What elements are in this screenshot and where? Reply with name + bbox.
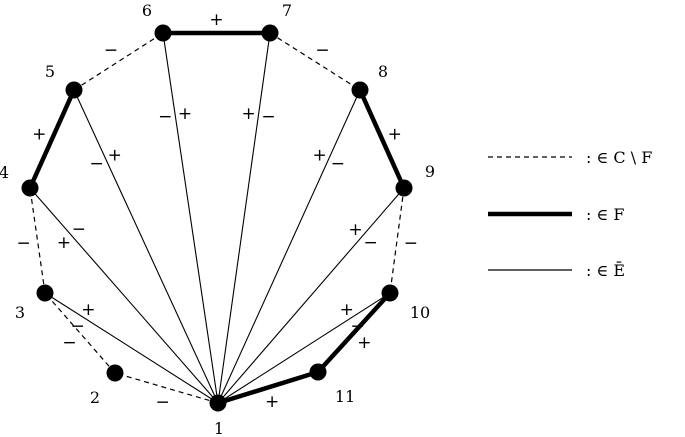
endpoint-sign-4: +	[57, 233, 71, 253]
edge-sign-1-9: +	[348, 220, 362, 240]
edge-sign-1-6: +	[178, 104, 192, 124]
edge-sign-1-4: −	[72, 220, 86, 240]
vertex-9	[395, 179, 413, 197]
legend-thick-text: : ∈ F	[586, 205, 625, 224]
vertex-label-5: 5	[45, 62, 55, 81]
endpoint-sign-6: −	[158, 107, 172, 127]
vertex-label-6: 6	[142, 1, 152, 20]
edge-5-6	[73, 32, 164, 91]
vertex-label-8: 8	[378, 62, 388, 81]
vertex-label-11: 11	[335, 387, 355, 406]
edge-1-4	[29, 187, 219, 404]
legend-dashed-text: : ∈ C \ F	[586, 148, 652, 167]
edge-sign-6-7: +	[209, 10, 223, 30]
vertex-label-2: 2	[90, 388, 100, 407]
edge-sign-9-10: −	[404, 233, 418, 253]
edge-sign-7-8: −	[315, 41, 329, 61]
edge-sign-1-7: +	[242, 104, 256, 124]
edge-sign-5-6: −	[104, 41, 118, 61]
edge-sign-1-8: +	[313, 146, 327, 166]
edge-11-1	[215, 369, 321, 406]
endpoint-sign-5: −	[89, 154, 103, 174]
edge-sign-1-3: +	[81, 300, 95, 320]
edge-sign-11-1: +	[265, 392, 279, 412]
vertex-label-9: 9	[425, 162, 435, 181]
vertex-6	[154, 24, 172, 42]
edge-3-4	[29, 187, 46, 294]
edge-1-9	[217, 187, 405, 404]
edge-1-10	[217, 292, 391, 404]
endpoint-sign-9: −	[364, 233, 378, 253]
edge-1-5	[73, 89, 219, 404]
vertex-label-4: 4	[0, 163, 9, 182]
vertex-7	[261, 24, 279, 42]
edge-10-11	[315, 290, 393, 375]
vertex-2	[106, 364, 124, 382]
vertex-4	[21, 179, 39, 197]
vertex-1	[209, 394, 227, 412]
legend-thin-text: : ∈ Ē	[586, 260, 625, 280]
edge-sign-3-4: −	[17, 233, 31, 253]
vertex-11	[309, 363, 327, 381]
vertices-layer	[21, 24, 413, 412]
vertex-5	[65, 81, 83, 99]
edge-sign-1-5: +	[108, 146, 122, 166]
edge-sign-4-5: +	[32, 124, 46, 144]
edge-sign-1-2: −	[155, 392, 169, 412]
endpoint-sign-10: −	[350, 317, 364, 337]
endpoint-sign-3: −	[71, 317, 85, 337]
edge-signs-layer: −−−+−+−+−+++−++++++−+−−−−−−	[17, 10, 418, 412]
vertex-label-10: 10	[410, 303, 430, 322]
vertex-label-1: 1	[214, 419, 224, 437]
edge-sign-10-11: +	[357, 333, 371, 353]
vertex-3	[36, 284, 54, 302]
edge-8-9	[357, 87, 407, 191]
endpoint-sign-8: −	[331, 154, 345, 174]
vertex-label-3: 3	[15, 303, 25, 322]
edge-1-3	[44, 292, 219, 404]
edge-1-6	[162, 32, 219, 404]
endpoint-sign-7: −	[261, 107, 275, 127]
edge-sign-1-10: +	[340, 300, 354, 320]
vertex-8	[351, 81, 369, 99]
legend: : ∈ C \ F : ∈ F : ∈ Ē	[488, 148, 652, 280]
vertex-10	[381, 284, 399, 302]
vertex-label-7: 7	[282, 1, 292, 20]
edge-4-5	[27, 87, 77, 191]
edge-1-7	[217, 32, 271, 404]
edge-9-10	[389, 187, 405, 294]
vertex-labels-layer: 1 2 3 4 5 6 7 8 9 10 11	[0, 1, 435, 437]
edges-layer	[27, 30, 407, 406]
edge-sign-8-9: +	[388, 124, 402, 144]
edge-sign-2-3: −	[62, 333, 76, 353]
edge-1-8	[217, 89, 361, 404]
